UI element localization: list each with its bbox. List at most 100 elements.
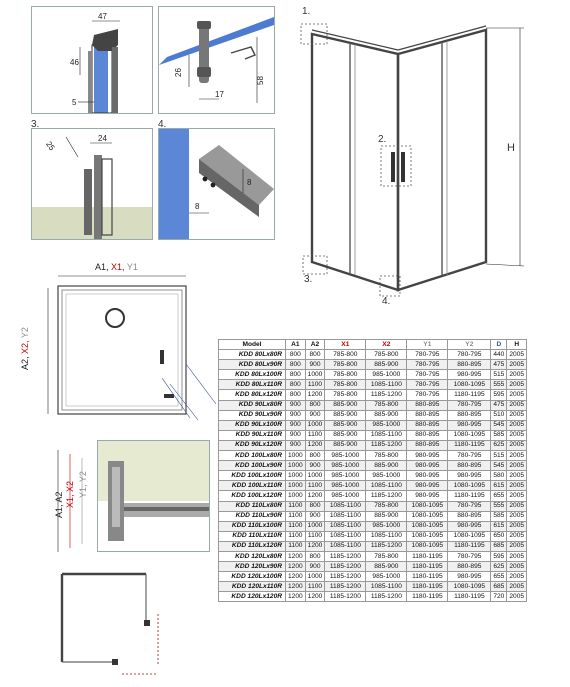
value-cell: 2005 bbox=[506, 399, 528, 411]
value-cell: 685 bbox=[490, 540, 508, 552]
value-cell: 880-895 bbox=[447, 359, 492, 371]
value-cell: 880-895 bbox=[447, 561, 492, 573]
value-cell: 595 bbox=[490, 389, 508, 401]
value-cell: 780-795 bbox=[447, 550, 492, 563]
value-cell: 880-895 bbox=[447, 409, 492, 421]
value-cell: 1185-1200 bbox=[365, 591, 408, 603]
value-cell: 800 bbox=[285, 349, 306, 361]
value-cell: 880-895 bbox=[447, 510, 492, 522]
value-cell: 1185-1200 bbox=[324, 591, 367, 603]
value-cell: 1080-1095 bbox=[406, 540, 449, 552]
value-cell: 545 bbox=[490, 419, 508, 431]
value-cell: 1085-1100 bbox=[365, 480, 408, 492]
model-cell: KDD 100Lx100R bbox=[218, 470, 286, 482]
model-cell: KDD 120Lx120R bbox=[218, 591, 286, 603]
col-y2: Y2 bbox=[447, 338, 492, 351]
value-cell: 1185-1200 bbox=[365, 540, 408, 552]
value-cell: 785-800 bbox=[365, 399, 408, 411]
value-cell: 2005 bbox=[506, 581, 528, 593]
value-cell: 785-800 bbox=[324, 349, 367, 361]
detail-2-drawing: 26 17 58 bbox=[159, 17, 274, 103]
value-cell: 625 bbox=[490, 439, 508, 452]
value-cell: 1180-1195 bbox=[447, 591, 492, 603]
value-cell: 780-795 bbox=[406, 389, 449, 401]
value-cell: 1000 bbox=[304, 419, 326, 431]
value-cell: 900 bbox=[285, 429, 306, 441]
value-cell: 980-995 bbox=[406, 460, 449, 472]
value-cell: 585 bbox=[490, 429, 508, 441]
value-cell: 1180-1195 bbox=[406, 591, 449, 603]
model-cell: KDD 110Lx90R bbox=[218, 510, 286, 522]
value-cell: 1180-1195 bbox=[406, 550, 449, 563]
value-cell: 1080-1095 bbox=[447, 581, 492, 593]
value-cell: 1185-1200 bbox=[365, 439, 408, 452]
value-cell: 885-900 bbox=[324, 429, 367, 441]
value-cell: 1000 bbox=[304, 571, 326, 583]
value-cell: 615 bbox=[490, 520, 508, 532]
value-cell: 1180-1195 bbox=[406, 571, 449, 583]
value-cell: 1000 bbox=[285, 450, 306, 462]
enclosure-drawing bbox=[300, 23, 525, 297]
value-cell: 1085-1100 bbox=[324, 520, 367, 532]
plan-side-label: A2, X2, Y2 bbox=[20, 327, 30, 370]
value-cell: 555 bbox=[490, 379, 508, 391]
col-x2: X2 bbox=[365, 338, 408, 351]
section-drawing bbox=[98, 441, 209, 551]
value-cell: 885-900 bbox=[365, 561, 408, 573]
detail-1-dim-offset: 5 bbox=[72, 98, 77, 107]
value-cell: 1085-1100 bbox=[324, 540, 367, 552]
value-cell: 885-900 bbox=[324, 419, 367, 431]
value-cell: 1200 bbox=[285, 550, 306, 563]
value-cell: 1180-1195 bbox=[447, 540, 492, 552]
value-cell: 2005 bbox=[506, 480, 528, 492]
model-cell: KDD 80Lx110R bbox=[218, 379, 286, 391]
value-cell: 985-1000 bbox=[324, 460, 367, 472]
callout-4: 4. bbox=[382, 296, 391, 307]
detail-2-dim-c: 58 bbox=[256, 76, 265, 85]
value-cell: 880-895 bbox=[406, 419, 449, 431]
value-cell: 655 bbox=[490, 490, 508, 502]
value-cell: 1185-1200 bbox=[324, 550, 367, 563]
value-cell: 780-795 bbox=[406, 349, 449, 361]
value-cell: 900 bbox=[304, 409, 326, 421]
value-cell: 980-995 bbox=[406, 490, 449, 502]
value-cell: 1080-1095 bbox=[406, 510, 449, 522]
value-cell: 980-995 bbox=[447, 571, 492, 583]
value-cell: 1085-1100 bbox=[324, 510, 367, 522]
value-cell: 2005 bbox=[506, 460, 528, 472]
detail-4-drawing: 8 8 bbox=[159, 129, 274, 239]
value-cell: 2005 bbox=[506, 550, 528, 563]
model-cell: KDD 120Lx80R bbox=[218, 550, 286, 563]
section-dim-lines bbox=[57, 450, 83, 552]
model-cell: KDD 80Lx90R bbox=[218, 359, 286, 371]
plan-drawing bbox=[47, 275, 217, 421]
detail-4: 8 8 bbox=[158, 128, 275, 240]
model-cell: KDD 120Lx110R bbox=[218, 581, 286, 593]
detail-2: 26 17 58 bbox=[158, 6, 275, 114]
value-cell: 780-795 bbox=[406, 369, 449, 381]
value-cell: 1200 bbox=[304, 540, 326, 552]
value-cell: 800 bbox=[304, 500, 326, 512]
value-cell: 1200 bbox=[304, 490, 326, 502]
callout-2: 2. bbox=[378, 134, 387, 145]
value-cell: 2005 bbox=[506, 379, 528, 391]
model-cell: KDD 110Lx110R bbox=[218, 530, 286, 542]
value-cell: 2005 bbox=[506, 450, 528, 462]
value-cell: 2005 bbox=[506, 520, 528, 532]
value-cell: 1200 bbox=[304, 591, 326, 603]
value-cell: 880-895 bbox=[406, 409, 449, 421]
value-cell: 1100 bbox=[304, 581, 326, 593]
value-cell: 980-995 bbox=[406, 480, 449, 492]
model-cell: KDD 90Lx90R bbox=[218, 409, 286, 421]
